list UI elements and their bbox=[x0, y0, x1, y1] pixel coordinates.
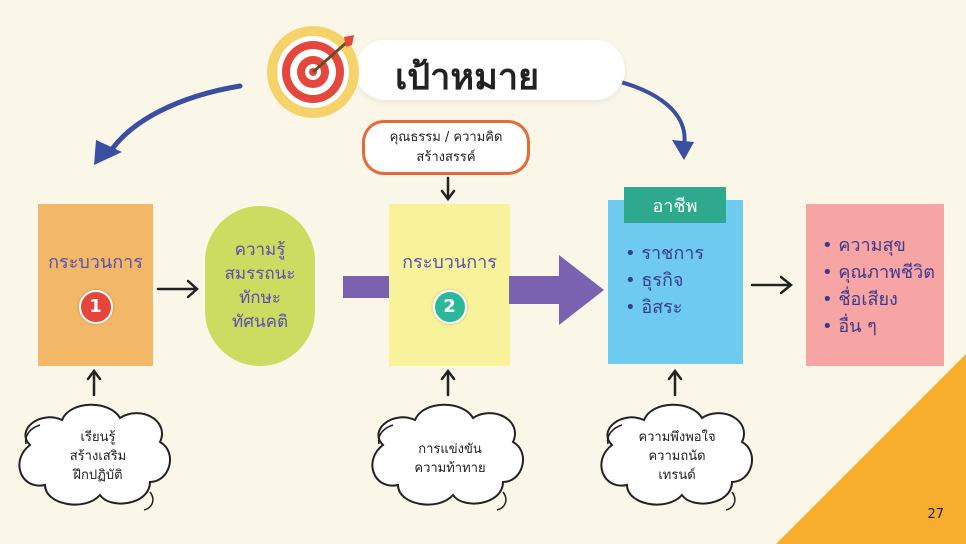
process-2-label: กระบวนการ bbox=[402, 251, 497, 273]
career-item: • อิสระ bbox=[625, 297, 683, 318]
process-1-badge: 1 bbox=[78, 289, 113, 324]
career-item: • ราชการ bbox=[625, 243, 705, 264]
career-box bbox=[608, 200, 743, 364]
competency-line-4: ทัศนคติ bbox=[231, 312, 289, 332]
cloud-3-line: ความถนัด bbox=[648, 449, 706, 464]
purple-big-arrow bbox=[509, 255, 604, 325]
goal-title: เป้าหมาย bbox=[395, 57, 540, 98]
process-2-badge: 2 bbox=[432, 289, 467, 324]
cloud-1-line: เรียนรู้ bbox=[80, 430, 116, 445]
purple-connector-bar bbox=[343, 276, 390, 298]
outcome-item: • อื่น ๆ bbox=[822, 316, 877, 337]
curved-arrow-left-head bbox=[94, 140, 122, 165]
cloud-2-line: การแข่งขัน bbox=[418, 442, 482, 457]
corner-decoration bbox=[776, 354, 966, 544]
ethics-line1: คุณธรรม / ความคิด bbox=[389, 129, 503, 145]
page-number: 27 bbox=[927, 507, 944, 522]
competency-line-1: ความรู้ bbox=[234, 240, 286, 260]
cloud-3-text: ความพึงพอใจ ความถนัด เทรนด์ bbox=[622, 428, 732, 485]
cloud-1-shape bbox=[18, 403, 171, 506]
competency-line-3: ทักษะ bbox=[239, 288, 281, 308]
career-item: • ธุรกิจ bbox=[625, 270, 684, 291]
process-1-label: กระบวนการ bbox=[48, 251, 143, 273]
curved-arrow-right-head bbox=[672, 140, 694, 160]
process-2-box: กระบวนการ 2 bbox=[389, 204, 510, 366]
cloud-1-line: ฝึกปฏิบัติ bbox=[73, 468, 123, 483]
cloud-3-shape bbox=[600, 403, 753, 506]
process-1-box: กระบวนการ 1 bbox=[38, 204, 153, 366]
ethics-creativity-box: คุณธรรม / ความคิด สร้างสรรค์ bbox=[362, 120, 530, 175]
outcome-item: • คุณภาพชีวิต bbox=[822, 262, 935, 283]
competency-line-2: สมรรถนะ bbox=[224, 264, 296, 284]
outcome-item: • ชื่อเสียง bbox=[822, 289, 898, 310]
career-title: อาชีพ bbox=[624, 187, 726, 223]
outcomes-list: • ความสุข • คุณภาพชีวิต • ชื่อเสียง • อื… bbox=[822, 232, 935, 340]
cloud-2-text: การแข่งขัน ความท้าทาย bbox=[400, 440, 500, 478]
cloud-1-line: สร้างเสริม bbox=[69, 449, 127, 464]
outcome-item: • ความสุข bbox=[822, 235, 906, 256]
target-icon bbox=[267, 26, 359, 118]
curved-arrow-left bbox=[105, 83, 243, 158]
cloud-3-line: เทรนด์ bbox=[658, 468, 696, 483]
cloud-1-text: เรียนรู้ สร้างเสริม ฝึกปฏิบัติ bbox=[48, 428, 148, 485]
ethics-line2: สร้างสรรค์ bbox=[416, 149, 476, 165]
outcomes-box bbox=[806, 204, 944, 366]
career-list: • ราชการ • ธุรกิจ • อิสระ bbox=[625, 240, 704, 321]
cloud-3-line: ความพึงพอใจ bbox=[638, 430, 716, 445]
competency-pill: ความรู้ สมรรถนะ ทักษะ ทัศนคติ bbox=[205, 206, 315, 366]
cloud-2-shape bbox=[371, 403, 524, 506]
goal-pill bbox=[355, 40, 625, 100]
cloud-2-line: ความท้าทาย bbox=[414, 461, 486, 476]
